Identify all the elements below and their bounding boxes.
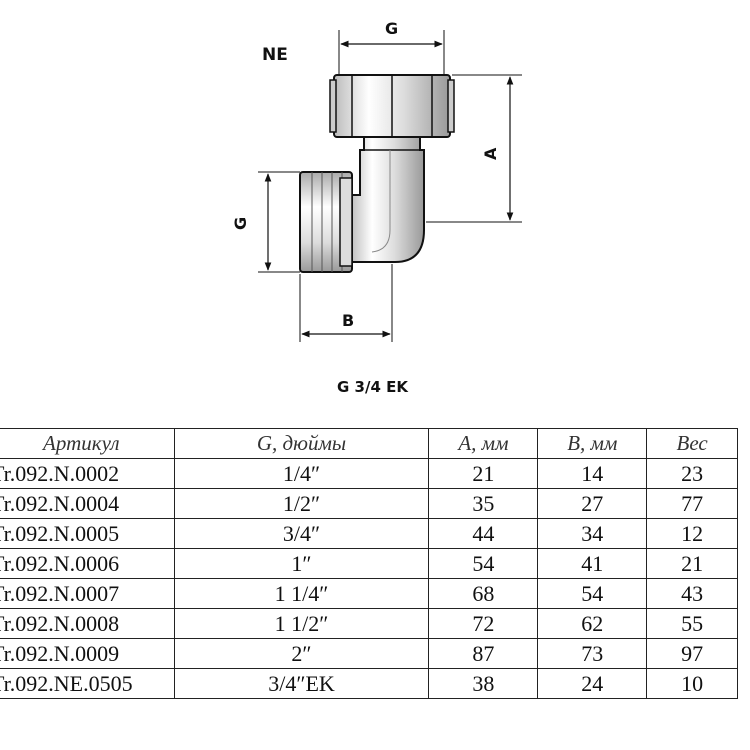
header-a: A, мм: [428, 428, 539, 459]
drawing-caption: G 3/4 EK: [337, 378, 409, 396]
cell-weight: 77: [646, 488, 738, 519]
svg-text:G: G: [385, 19, 398, 38]
table-row: Tr.092.N.0008 1 1/2″ 72 62 55: [0, 608, 738, 639]
cell-sku: Tr.092.N.0002: [0, 458, 175, 489]
cell-g: 1/2″: [173, 488, 430, 519]
cell-a: 87: [428, 638, 539, 669]
table-row: Tr.092.NE.0505 3/4″EK 38 24 10: [0, 668, 738, 699]
cell-weight: 55: [646, 608, 738, 639]
dimension-g-left: G: [231, 171, 300, 273]
cell-g: 3/4″: [173, 518, 430, 549]
dimension-a: A: [426, 74, 522, 223]
cell-g: 1 1/4″: [173, 578, 430, 609]
cell-a: 35: [428, 488, 539, 519]
cell-sku: Tr.092.N.0009: [0, 638, 175, 669]
elbow-body: [349, 136, 425, 263]
hex-nut: [329, 74, 455, 138]
header-sku: Артикул: [0, 428, 175, 459]
cell-b: 41: [537, 548, 648, 579]
cell-weight: 21: [646, 548, 738, 579]
cell-a: 21: [428, 458, 539, 489]
svg-text:A: A: [481, 147, 500, 160]
cell-b: 27: [537, 488, 648, 519]
svg-text:G: G: [231, 217, 250, 230]
cell-g: 2″: [173, 638, 430, 669]
cell-g: 3/4″EK: [173, 668, 430, 699]
cell-a: 44: [428, 518, 539, 549]
table-row: Tr.092.N.0009 2″ 87 73 97: [0, 638, 738, 669]
cell-a: 68: [428, 578, 539, 609]
cell-a: 72: [428, 608, 539, 639]
cell-b: 54: [537, 578, 648, 609]
table-header-row: Артикул G, дюймы A, мм B, мм Вес: [0, 428, 738, 459]
cell-sku: Tr.092.N.0006: [0, 548, 175, 579]
header-g: G, дюймы: [173, 428, 430, 459]
cell-sku: Tr.092.N.0005: [0, 518, 175, 549]
spec-table: Артикул G, дюймы A, мм B, мм Вес Tr.092.…: [0, 428, 738, 699]
dimension-g-top: G: [338, 19, 445, 74]
cell-weight: 10: [646, 668, 738, 699]
cell-weight: 12: [646, 518, 738, 549]
table-row: Tr.092.N.0007 1 1/4″ 68 54 43: [0, 578, 738, 609]
table-row: Tr.092.N.0005 3/4″ 44 34 12: [0, 518, 738, 549]
cell-b: 73: [537, 638, 648, 669]
cell-sku: Tr.092.N.0007: [0, 578, 175, 609]
fitting-drawing: NE G A G: [231, 19, 522, 396]
cell-g: 1 1/2″: [173, 608, 430, 639]
cell-sku: Tr.092.N.0004: [0, 488, 175, 519]
cell-b: 14: [537, 458, 648, 489]
ne-label: NE: [262, 45, 288, 65]
table-row: Tr.092.N.0004 1/2″ 35 27 77: [0, 488, 738, 519]
cell-g: 1/4″: [173, 458, 430, 489]
cell-sku: Tr.092.NE.0505: [0, 668, 175, 699]
cell-a: 38: [428, 668, 539, 699]
threaded-outlet: [299, 171, 353, 273]
cell-weight: 43: [646, 578, 738, 609]
cell-weight: 97: [646, 638, 738, 669]
table-row: Tr.092.N.0002 1/4″ 21 14 23: [0, 458, 738, 489]
svg-text:B: B: [342, 311, 354, 330]
header-weight: Вес: [646, 428, 738, 459]
cell-a: 54: [428, 548, 539, 579]
cell-weight: 23: [646, 458, 738, 489]
table-row: Tr.092.N.0006 1″ 54 41 21: [0, 548, 738, 579]
cell-g: 1″: [173, 548, 430, 579]
cell-sku: Tr.092.N.0008: [0, 608, 175, 639]
cell-b: 62: [537, 608, 648, 639]
header-b: B, мм: [537, 428, 648, 459]
cell-b: 24: [537, 668, 648, 699]
cell-b: 34: [537, 518, 648, 549]
dimension-b: B: [299, 264, 393, 342]
